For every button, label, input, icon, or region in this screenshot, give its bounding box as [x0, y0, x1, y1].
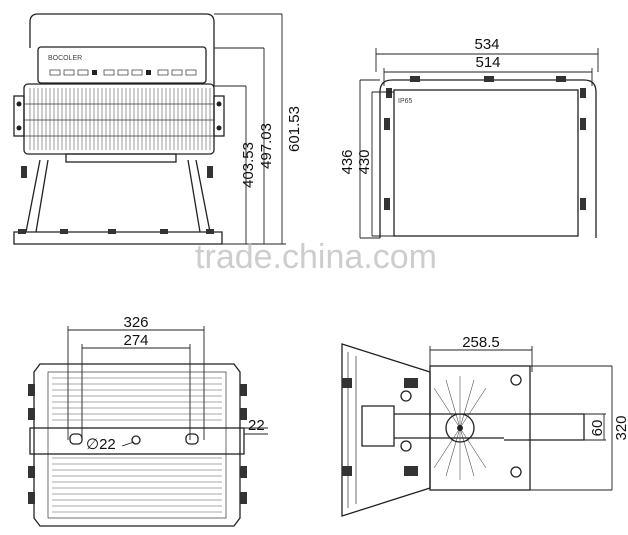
driver-box [65, 153, 177, 163]
left-slot [69, 433, 83, 445]
top-fins [52, 377, 222, 513]
dim-bracket-height: 320 [613, 415, 628, 440]
arm-extension [504, 413, 585, 441]
dim-width-glass: 514 [475, 54, 500, 71]
top-body [33, 363, 241, 527]
handle-bar [29, 13, 215, 86]
dim-glass-height: 430 [356, 149, 373, 174]
mounting-plate [429, 365, 531, 491]
dim-bracket-width: 258.5 [462, 334, 500, 351]
dim-hole-diameter: ∅22 [86, 436, 116, 453]
dim-height-housing: 497.03 [258, 123, 275, 169]
dim-hole-spacing-outer: 326 [123, 314, 148, 331]
right-slot [185, 433, 199, 445]
dim-side-height: 436 [339, 149, 356, 174]
left-bracket [13, 95, 25, 137]
dim-arm-height: 60 [589, 420, 606, 437]
left-leg [25, 159, 49, 233]
dim-height-body: 403.53 [240, 142, 257, 188]
side-view: 534 514 IP65 436 430 [339, 36, 599, 239]
mounting-bar [29, 427, 245, 455]
dim-width-overall: 534 [474, 36, 499, 53]
brand-label: BOCOLER [48, 55, 82, 62]
arm-body [394, 413, 504, 439]
watermark: trade.china.com [195, 238, 437, 276]
housing-vents [49, 69, 197, 76]
dim-height-overall: 601.53 [286, 106, 303, 152]
bracket-view: 258.5 320 60 [341, 334, 628, 517]
center-hole [131, 435, 141, 445]
base-plate [13, 231, 223, 245]
dim-hole-spacing-inner: 274 [123, 332, 148, 349]
right-leg [187, 159, 211, 233]
top-housing [37, 46, 207, 84]
arm-clamp [361, 405, 395, 447]
heat-sink [23, 83, 215, 155]
front-glass [393, 89, 579, 237]
heat-sink-fins [24, 88, 214, 150]
top-view: 326 274 ∅22 22 [28, 314, 268, 527]
right-bracket [213, 95, 225, 137]
radial-fins [433, 376, 487, 480]
dim-bar-width: 22 [248, 417, 265, 434]
front-view: BOCOLER [13, 13, 303, 245]
ip-badge: IP65 [398, 98, 413, 105]
bracket-housing [341, 343, 431, 517]
